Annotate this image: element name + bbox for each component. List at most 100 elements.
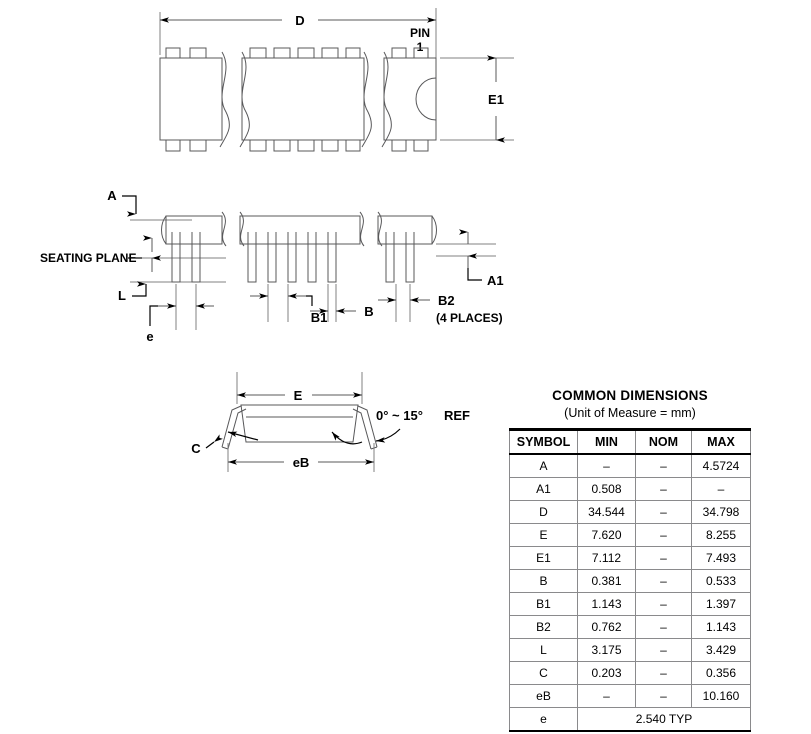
side-view-lead-5 [287, 244, 297, 283]
side-view-a1-leader [467, 268, 482, 281]
cell-max: 10.160 [691, 684, 751, 708]
cell-sym: B [509, 569, 578, 593]
cell-nom: – [635, 638, 692, 662]
top-view-group: D PIN 1 [159, 8, 514, 152]
cell-nom: – [635, 523, 692, 547]
top-view-pin-bottom-4 [273, 140, 291, 152]
end-view-lead-right-outer [357, 405, 378, 448]
top-view-pin-top-8 [391, 47, 407, 58]
top-view-pin-bottom-7 [345, 140, 361, 152]
cell-sym: B2 [509, 615, 578, 639]
side-view-lead-2 [191, 244, 201, 283]
top-view-pin-bottom-3 [249, 140, 267, 152]
side-view-e-leader [149, 305, 158, 326]
cell-min: 0.203 [577, 661, 636, 685]
cell-min: 0.381 [577, 569, 636, 593]
cell-sym: e [509, 707, 578, 732]
side-view-lead-6 [307, 244, 317, 283]
top-view-pin-bottom-2 [189, 140, 207, 152]
top-view-e1-label: E1 [488, 92, 504, 107]
end-view-angle-leader-right [375, 428, 401, 443]
top-view-breakline-2a [361, 51, 372, 148]
cell-max: 8.255 [691, 523, 751, 547]
dimensions-table-subtitle: (Unit of Measure = mm) [564, 406, 696, 420]
side-view-body-left [165, 215, 223, 245]
side-view-lead-7 [327, 244, 337, 283]
top-view-pin-top-1 [165, 47, 181, 58]
side-view-lead-4 [267, 244, 277, 283]
side-view-shoulder-4 [267, 232, 277, 245]
cell-min: – [577, 453, 636, 478]
cell-min: 0.508 [577, 477, 636, 501]
cell-nom: – [635, 684, 692, 708]
seating-plane-label: SEATING PLANE [40, 251, 136, 265]
table-header-row: SYMBOL MIN NOM MAX [509, 428, 751, 455]
end-view-angle-label: 0° ~ 15° [376, 408, 423, 423]
side-view-body-left-endcap [161, 215, 167, 245]
end-view-ref-label: REF [444, 408, 470, 423]
cell-min: 34.544 [577, 500, 636, 524]
cell-max: 3.429 [691, 638, 751, 662]
cell-max: 34.798 [691, 500, 751, 524]
side-view-shoulder-2 [191, 232, 201, 245]
top-view-breakline-1a [219, 51, 230, 148]
cell-span-value: 2.540 TYP [577, 707, 751, 732]
column-header-nom: NOM [635, 428, 692, 455]
cell-nom: – [635, 661, 692, 685]
common-dimensions-panel: COMMON DIMENSIONS (Unit of Measure = mm)… [465, 388, 795, 732]
cell-sym: eB [509, 684, 578, 708]
cell-sym: A1 [509, 477, 578, 501]
top-view-pin-top-9 [413, 47, 429, 58]
cell-min: 7.620 [577, 523, 636, 547]
cell-max: 1.143 [691, 615, 751, 639]
side-view-shoulder-6 [307, 232, 317, 245]
top-view-pin-top-2 [189, 47, 207, 58]
side-view-breakline-1a [221, 211, 227, 247]
top-view-pin-top-6 [321, 47, 339, 58]
cell-sym: L [509, 638, 578, 662]
end-view-eb-label: eB [293, 455, 310, 470]
end-view-group: E C 0° ~ 15° REF [191, 372, 470, 472]
dimensions-table-title: COMMON DIMENSIONS [552, 388, 708, 403]
end-view-e-label: E [294, 388, 303, 403]
end-view-lead-left-outer [221, 405, 242, 448]
side-view-breakline-2a [359, 211, 365, 247]
side-view-b-label: B [364, 304, 373, 319]
cell-min: – [577, 684, 636, 708]
side-view-lead-9 [405, 244, 415, 283]
side-view-b1-label: B1 [311, 310, 328, 325]
column-header-min: MIN [577, 428, 636, 455]
cell-nom: – [635, 546, 692, 570]
side-view-shoulder-1 [171, 232, 181, 245]
end-view-body [240, 404, 359, 443]
pin1-notch-icon [415, 77, 437, 121]
cell-nom: – [635, 569, 692, 593]
pin1-label-line1: PIN [410, 26, 430, 40]
side-view-lead-1 [171, 244, 181, 283]
top-view-pin-top-3 [249, 47, 267, 58]
side-view-shoulder-3 [247, 232, 257, 245]
cell-sym: B1 [509, 592, 578, 616]
cell-nom: – [635, 453, 692, 478]
top-view-d-label: D [295, 13, 304, 28]
column-header-max: MAX [691, 428, 751, 455]
cell-nom: – [635, 592, 692, 616]
cell-sym: D [509, 500, 578, 524]
end-view-angle-leader-left [331, 431, 363, 445]
side-view-shoulder-7 [327, 232, 337, 245]
top-view-body-middle [241, 57, 365, 141]
top-view-pin-top-5 [297, 47, 315, 58]
top-view-pin-bottom-8 [391, 140, 407, 152]
cell-sym: C [509, 661, 578, 685]
side-view-group: A SEATING PLANE L [40, 188, 504, 344]
side-view-l-leader [132, 281, 147, 297]
side-view-a-leader [122, 195, 137, 217]
